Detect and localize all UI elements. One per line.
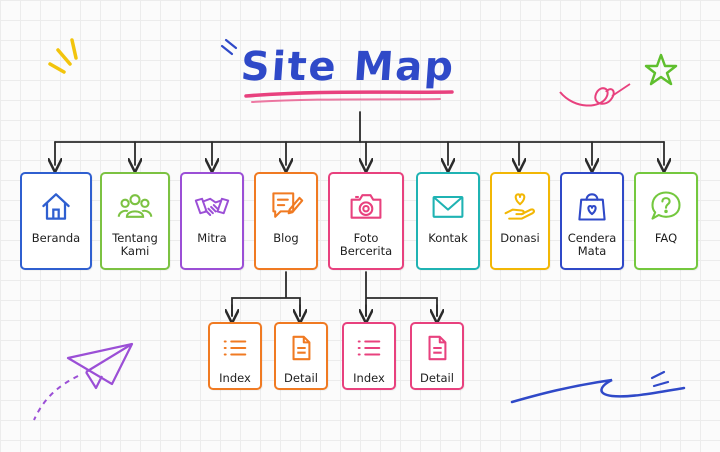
node-kontak[interactable]: Kontak: [416, 172, 480, 270]
node-label: FAQ: [654, 231, 678, 245]
dashed-trail-decoration: [33, 375, 79, 421]
node-label: Detail: [284, 371, 318, 385]
document-icon: [428, 335, 447, 361]
node-label: Tentang Kami: [112, 231, 158, 258]
node-beranda[interactable]: Beranda: [20, 172, 92, 270]
node-blog[interactable]: Blog: [254, 172, 318, 270]
node-label: Kontak: [428, 231, 468, 245]
node-label: Foto Bercerita: [339, 231, 393, 258]
node-foto-detail[interactable]: Detail: [410, 322, 464, 390]
node-mitra[interactable]: Mitra: [180, 172, 244, 270]
people-group-icon: [117, 194, 153, 218]
node-label: Mitra: [197, 231, 227, 245]
list-icon: [223, 340, 247, 356]
swirl-decoration: [559, 87, 615, 107]
node-label: Donasi: [500, 231, 540, 245]
title-underline-decoration: [244, 90, 454, 98]
question-bubble-icon: [651, 191, 681, 220]
heart-hand-icon: [504, 193, 535, 220]
camera-icon: [350, 194, 382, 219]
edit-note-icon: [272, 192, 304, 218]
envelope-icon: [432, 195, 464, 218]
node-blog-index[interactable]: Index: [208, 322, 262, 390]
node-foto-index[interactable]: Index: [342, 322, 396, 390]
node-label: Beranda: [31, 231, 81, 245]
document-icon: [292, 335, 311, 361]
gift-bag-icon: [578, 193, 606, 221]
node-label: Blog: [273, 231, 299, 245]
node-foto-bercerita[interactable]: Foto Bercerita: [328, 172, 404, 270]
star-decoration: [644, 53, 678, 86]
node-donasi[interactable]: Donasi: [490, 172, 550, 270]
node-label: Detail: [420, 371, 454, 385]
paper-plane-icon: [66, 342, 134, 390]
handshake-icon: [194, 197, 230, 216]
node-label: Cendera Mata: [567, 231, 617, 258]
node-cendera-mata[interactable]: Cendera Mata: [560, 172, 624, 270]
node-label: Index: [219, 371, 251, 385]
home-icon: [42, 193, 70, 220]
list-icon: [357, 340, 381, 356]
title-accent-decoration: [220, 38, 238, 56]
node-faq[interactable]: FAQ: [634, 172, 698, 270]
node-blog-detail[interactable]: Detail: [274, 322, 328, 390]
node-tentang-kami[interactable]: Tentang Kami: [100, 172, 170, 270]
node-label: Index: [353, 371, 385, 385]
scribble-decoration: [510, 378, 686, 404]
sparkle-lines-decoration: [48, 38, 78, 74]
page-title: Site Map: [239, 44, 457, 90]
